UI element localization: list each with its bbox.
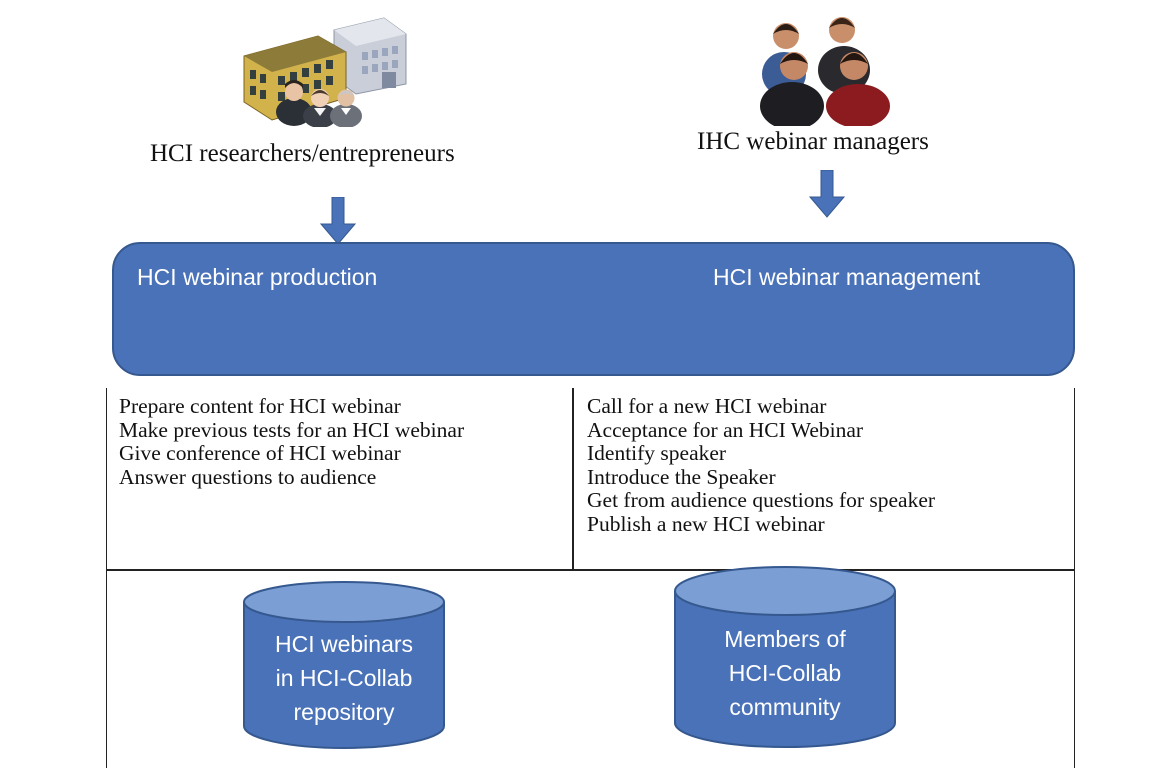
list-item: Give conference of HCI webinar: [119, 441, 401, 465]
down-arrow-icon: [319, 196, 357, 245]
actor-label-managers: IHC webinar managers: [697, 128, 929, 155]
database-label-webinars: HCI webinars in HCI-Collab repository: [274, 631, 414, 725]
list-item: Identify speaker: [587, 441, 727, 465]
group-of-people-icon: [752, 8, 902, 130]
management-task-list: Call for a new HCI webinar Acceptance fo…: [587, 394, 936, 536]
list-item: Introduce the Speaker: [587, 464, 776, 489]
production-task-list: Prepare content for HCI webinar Make pre…: [119, 394, 465, 489]
institution-people-icon: [236, 12, 416, 128]
table-divider-horizontal: [106, 569, 1075, 571]
list-item: Answer questions to audience: [119, 464, 377, 489]
down-arrow-icon: [808, 169, 846, 218]
actor-label-researchers: HCI researchers/entrepreneurs: [150, 140, 455, 167]
database-icon: [242, 580, 446, 750]
banner-label-production: HCI webinar production: [137, 264, 378, 290]
list-item: Call for a new HCI webinar: [587, 394, 827, 418]
banner-label-management: HCI webinar management: [713, 264, 981, 290]
list-item: Prepare content for HCI webinar: [119, 394, 401, 418]
list-item: Publish a new HCI webinar: [587, 511, 825, 536]
table-divider-vertical: [572, 388, 574, 570]
task-table: [106, 388, 1075, 768]
list-item: Get from audience questions for speaker: [587, 488, 936, 512]
webinar-process-banner: [112, 242, 1075, 376]
list-item: Make previous tests for an HCI webinar: [119, 417, 465, 442]
database-label-members: Members of HCI-Collab community: [724, 626, 846, 720]
database-icon: [673, 565, 897, 749]
list-item: Acceptance for an HCI Webinar: [587, 417, 864, 442]
